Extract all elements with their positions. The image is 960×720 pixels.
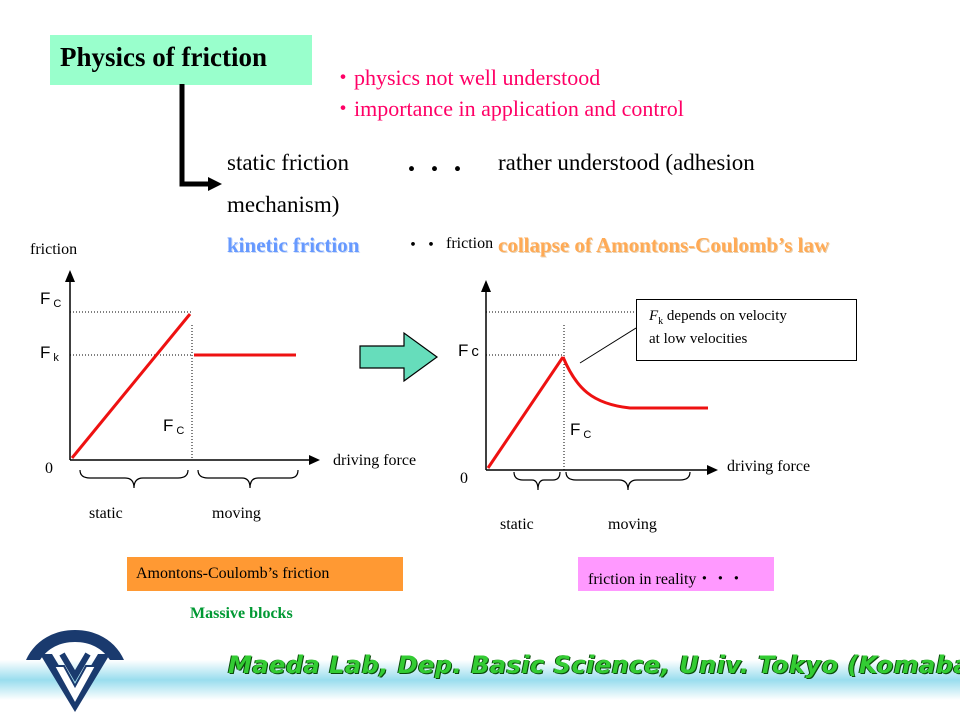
amontons-coulomb-label-box: Amontons-Coulomb’s friction — [127, 557, 403, 591]
right-y-axis-label: friction — [446, 235, 494, 252]
footer-lab-name: Maeda Lab, Dep. Basic Science, Univ. Tok… — [228, 651, 960, 679]
title-box — [50, 35, 312, 85]
kinetic-friction-dots: ・・ — [404, 235, 440, 255]
amontons-coulomb-label: Amontons-Coulomb’s friction — [136, 565, 330, 582]
elbow-arrow-icon — [179, 84, 222, 191]
left-static-line — [70, 313, 192, 459]
static-friction-text-cont: mechanism) — [227, 192, 340, 217]
bullet-2: ・importance in application and control — [332, 96, 684, 121]
left-static-brace — [79, 469, 189, 489]
static-friction-label: static friction — [227, 150, 349, 175]
right-arrow-icon — [359, 331, 439, 383]
massive-blocks-label: Massive blocks — [190, 605, 293, 622]
right-kinetic-curve — [561, 356, 708, 410]
left-origin-label: 0 — [45, 460, 53, 477]
page-title: Physics of friction — [60, 42, 267, 72]
left-y-axis-label: friction — [30, 241, 78, 258]
velocity-note-box: Fk depends on velocity at low velocities — [636, 299, 857, 361]
right-static-label: static — [500, 516, 534, 533]
right-origin-label: 0 — [460, 470, 468, 487]
bullet-1: ・physics not well understood — [332, 65, 601, 90]
left-static-label: static — [89, 505, 123, 522]
left-moving-label: moving — [212, 505, 261, 522]
right-static-line — [486, 356, 565, 469]
right-moving-brace — [565, 471, 691, 491]
right-moving-label: moving — [608, 516, 657, 533]
friction-reality-label-box: friction in reality・・・ — [578, 557, 774, 591]
right-x-axis-label: driving force — [727, 458, 811, 475]
kinetic-friction-text: collapse of Amontons-Coulomb’s law — [498, 233, 830, 257]
university-logo-icon — [26, 630, 124, 712]
static-friction-dots: ・・・ — [400, 157, 469, 182]
footer-band — [0, 660, 960, 700]
friction-reality-label: friction in reality・・・ — [588, 571, 745, 588]
velocity-note-line-1: Fk depends on velocity — [649, 308, 787, 327]
static-friction-text: rather understood (adhesion — [498, 150, 755, 175]
left-x-axis-label: driving force — [333, 452, 417, 469]
right-static-brace — [513, 471, 561, 491]
kinetic-friction-label: kinetic friction — [227, 233, 360, 257]
left-moving-brace — [197, 469, 299, 489]
velocity-note-line-2: at low velocities — [649, 331, 748, 347]
note-pointer-line — [579, 327, 637, 364]
